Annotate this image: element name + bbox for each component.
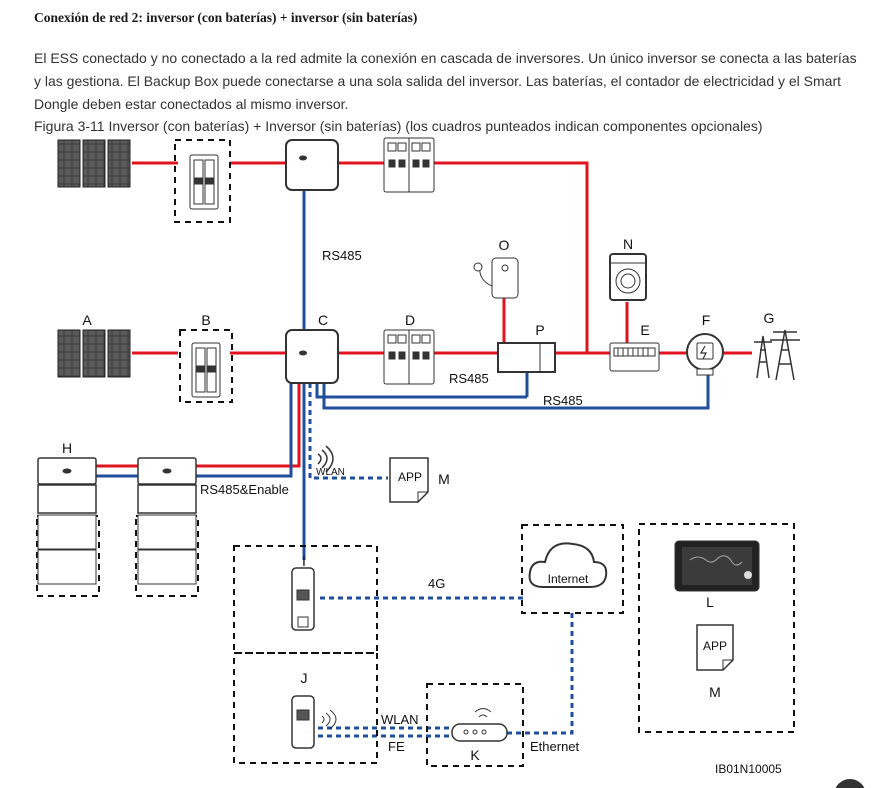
- label-l: L: [706, 594, 714, 610]
- power-meter: [686, 333, 724, 376]
- power-lines: [94, 161, 752, 468]
- figure-id: IB01N10005: [715, 762, 782, 776]
- app-label: APP: [398, 470, 422, 484]
- app-icon-l: [696, 624, 734, 671]
- ac-breaker-top: [383, 137, 435, 193]
- water-heater: [473, 257, 519, 299]
- figure-caption: Figura 3-11 Inversor (con baterías) + In…: [34, 118, 763, 134]
- optional-boxes: [36, 139, 795, 767]
- wlan-signal-icon: [317, 445, 334, 473]
- label-m: M: [438, 471, 450, 487]
- battery-stack-2: [137, 457, 197, 585]
- label-j: J: [301, 670, 308, 686]
- label-f: F: [702, 312, 711, 328]
- link-rs485-low: RS485: [543, 393, 583, 408]
- grid-tower-icon: [754, 329, 800, 381]
- ac-breaker-d: [383, 329, 435, 385]
- label-p: P: [535, 322, 544, 338]
- router-icon: [451, 708, 508, 742]
- pv-array-top: [57, 139, 131, 188]
- battery-stack-1: [37, 457, 97, 585]
- washing-machine: [609, 253, 647, 301]
- label-b: B: [201, 312, 210, 328]
- link-4g: 4G: [428, 576, 445, 591]
- label-e: E: [640, 322, 649, 338]
- link-ethernet: Ethernet: [530, 739, 580, 754]
- monitoring-display: [674, 540, 760, 592]
- intro-paragraph: El ESS conectado y no conectado a la red…: [34, 50, 857, 112]
- label-h: H: [62, 440, 72, 456]
- inverter-secondary: [285, 139, 339, 191]
- distribution-box: [609, 342, 660, 372]
- link-rs485-enable: RS485&Enable: [200, 482, 289, 497]
- label-d: D: [405, 312, 415, 328]
- cloud-icon: [528, 542, 608, 588]
- label-n: N: [623, 236, 633, 252]
- label-m-2: M: [709, 684, 721, 700]
- label-c: C: [318, 312, 328, 328]
- link-rs485-mid: RS485: [449, 371, 489, 386]
- link-wlan-dongle: WLAN: [316, 467, 345, 478]
- smart-dongle-4g: [291, 567, 315, 631]
- link-fe: FE: [388, 739, 405, 754]
- link-wlan-router: WLAN: [381, 712, 419, 727]
- wireless-links: [308, 383, 574, 738]
- smart-dongle-wlan-fe: [291, 695, 337, 749]
- label-k: K: [470, 747, 480, 763]
- diagram-labels: A B C D E F G H I J K L M M N O P RS485 …: [62, 236, 782, 776]
- label-g: G: [764, 310, 775, 326]
- label-a: A: [82, 312, 92, 328]
- label-o: O: [499, 237, 510, 253]
- backup-box: [497, 342, 556, 373]
- comm-lines: [94, 190, 710, 560]
- app-icon: [389, 457, 429, 503]
- dc-switch-b: [191, 342, 221, 398]
- link-rs485-top: RS485: [322, 248, 362, 263]
- label-i: I: [302, 553, 306, 569]
- section-heading: Conexión de red 2: inversor (con batería…: [34, 10, 418, 25]
- pv-array-a: [57, 329, 131, 378]
- dc-switch-top: [189, 154, 219, 210]
- corner-dot: [835, 779, 865, 788]
- internet-label: Internet: [548, 572, 589, 586]
- app-label-2: APP: [703, 639, 727, 653]
- inverter-c: [285, 329, 339, 384]
